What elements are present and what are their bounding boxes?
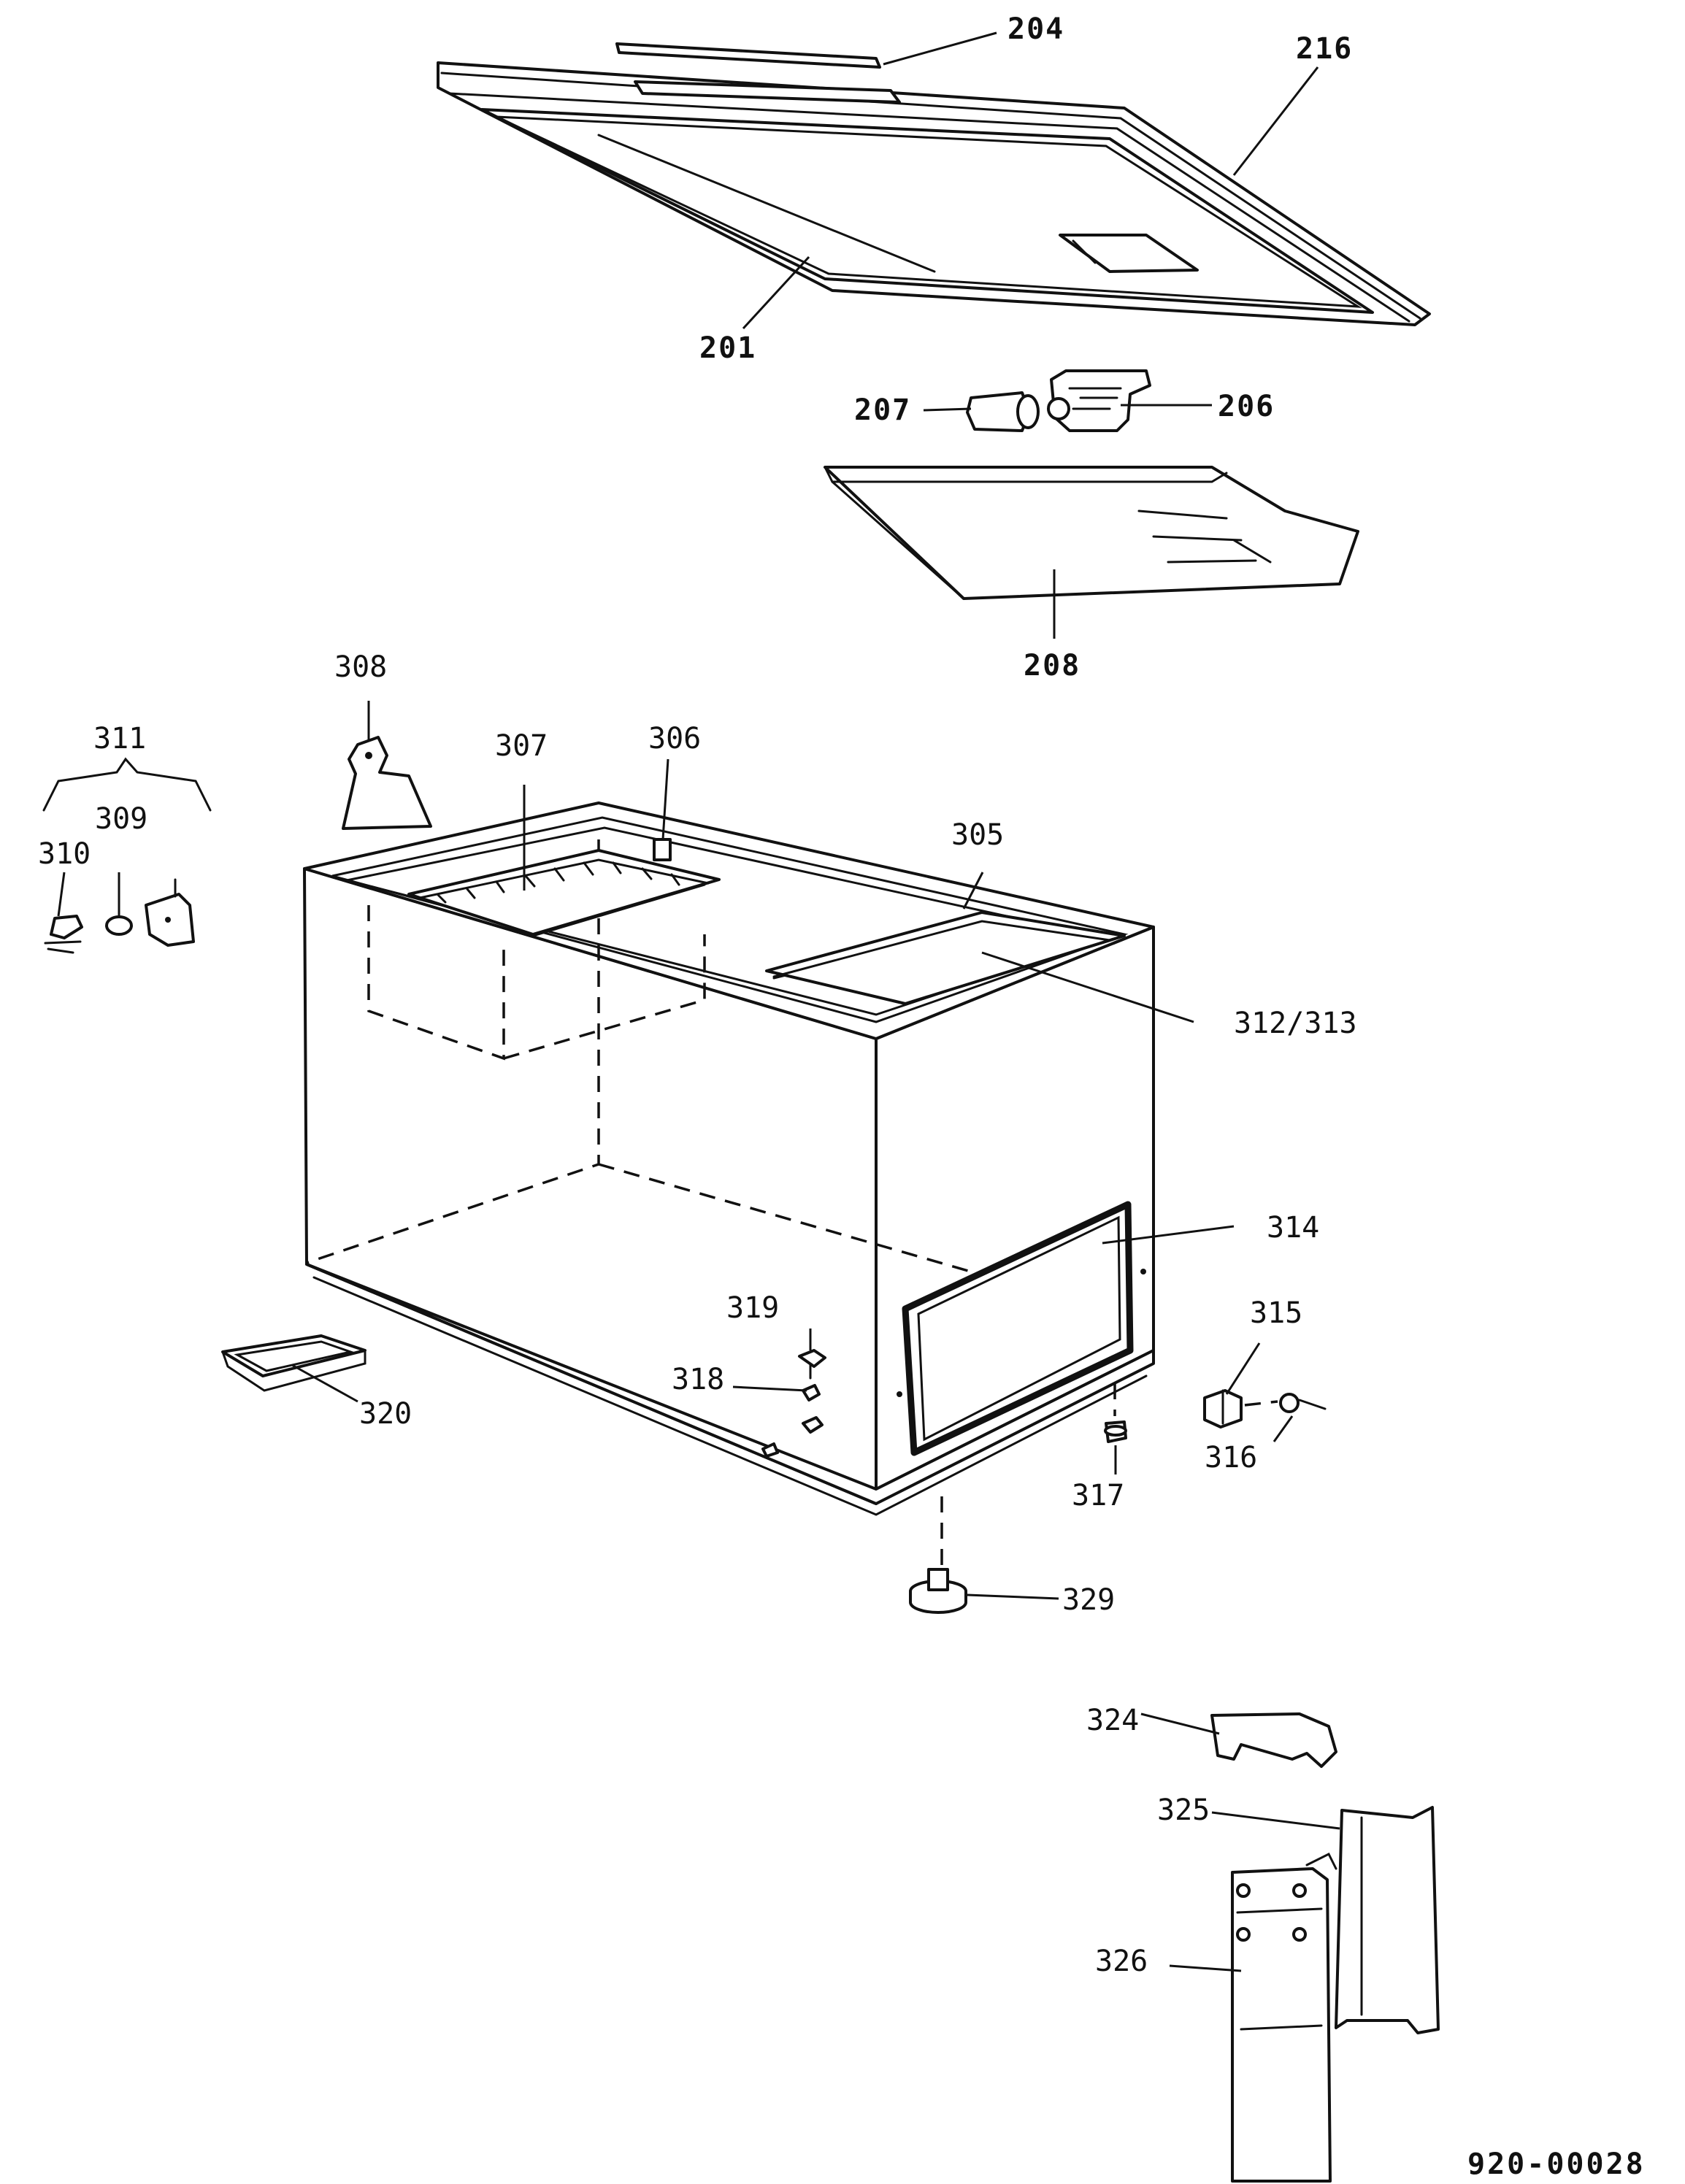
label-309: 309 <box>95 802 147 836</box>
label-206: 206 <box>1218 390 1275 423</box>
label-314: 314 <box>1267 1211 1319 1245</box>
label-310: 310 <box>38 837 91 871</box>
label-305: 305 <box>951 818 1004 852</box>
label-316: 316 <box>1205 1441 1257 1474</box>
lid-top-edge <box>634 80 901 104</box>
lid-assembly <box>437 61 1431 326</box>
leader-lines <box>57 31 1340 1972</box>
control-cover-208 <box>824 466 1359 600</box>
foot-parts-318-319 <box>761 1349 826 1458</box>
basket-307 <box>367 849 721 1061</box>
foot-317 <box>1104 1383 1127 1443</box>
label-325: 325 <box>1157 1793 1210 1827</box>
label-208: 208 <box>1024 649 1081 682</box>
label-307: 307 <box>495 729 548 763</box>
label-204: 204 <box>1007 12 1064 46</box>
duct-325 <box>1335 1806 1440 2034</box>
label-312-313: 312/313 <box>1234 1007 1357 1040</box>
label-326: 326 <box>1095 1945 1148 1978</box>
seal-strip-204 <box>615 42 881 69</box>
document-code: 920-00028 <box>1467 2148 1646 2181</box>
lamp-cover-305-312 <box>765 911 1126 1005</box>
label-317: 317 <box>1072 1479 1124 1512</box>
hinge-latch-206-207 <box>966 369 1151 432</box>
lock-set-311 <box>42 757 212 954</box>
scraper-308 <box>342 736 432 830</box>
label-320: 320 <box>359 1397 412 1431</box>
compressor-panel-314 <box>902 1201 1134 1456</box>
label-324: 324 <box>1086 1704 1139 1737</box>
label-308: 308 <box>334 650 387 684</box>
bracket-324 <box>1210 1712 1337 1768</box>
part-labels: 204 216 201 207 206 208 308 311 309 310 … <box>38 12 1646 2181</box>
label-319: 319 <box>726 1291 779 1325</box>
clip-306 <box>653 838 672 861</box>
label-201: 201 <box>699 331 756 365</box>
label-318: 318 <box>672 1363 724 1396</box>
label-306: 306 <box>648 722 701 755</box>
label-216: 216 <box>1296 32 1353 66</box>
leveling-foot-329 <box>909 1568 967 1614</box>
housing-326 <box>1231 1852 1337 2183</box>
label-311: 311 <box>93 722 146 755</box>
label-329: 329 <box>1062 1583 1115 1617</box>
parts-315-316 <box>1203 1389 1327 1429</box>
label-315: 315 <box>1250 1296 1302 1330</box>
drip-tray-320 <box>221 1334 366 1392</box>
label-207: 207 <box>854 393 911 427</box>
